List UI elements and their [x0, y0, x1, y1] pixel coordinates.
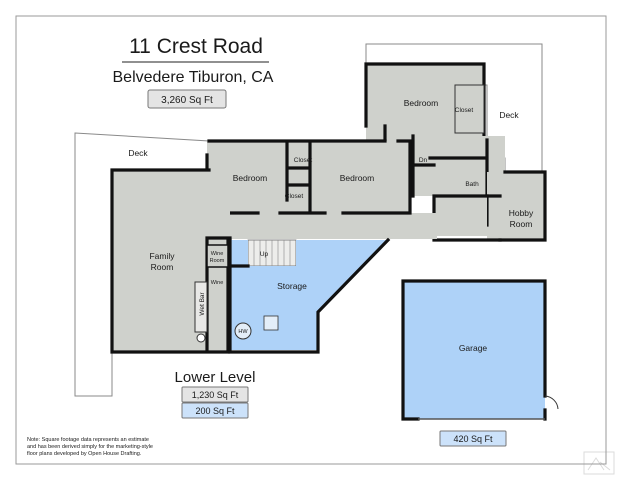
family-walls — [110, 168, 232, 354]
total-sqft-text: 3,260 Sq Ft — [161, 95, 213, 106]
label-wine-room-1: Wine — [211, 251, 224, 257]
room-corridor — [207, 213, 437, 239]
storage-sqft-badge — [181, 402, 249, 419]
level-sqft-badge — [181, 386, 249, 403]
label-dn: Dn — [419, 157, 428, 164]
water-heater-icon — [234, 322, 252, 340]
label-storage: Storage — [277, 281, 307, 291]
label-closet-mid-top: Closet — [294, 157, 313, 164]
label-hobby-1: Hobby — [509, 208, 534, 218]
level-name: Lower Level — [175, 369, 256, 386]
room-closet-top — [454, 84, 485, 134]
mls-logo-icon — [583, 451, 615, 475]
stair-lines — [253, 240, 291, 266]
label-bedroom-top: Bedroom — [404, 98, 439, 108]
garage-sqft-text: 420 Sq Ft — [453, 434, 493, 444]
address-title: 11 Crest Road — [129, 35, 263, 58]
label-up: Up — [260, 251, 269, 258]
sink-icon — [196, 333, 206, 343]
label-closet-top: Closet — [455, 107, 474, 114]
note-line-2: and has been derived simply for the mark… — [27, 444, 153, 450]
garage-walls — [401, 279, 547, 421]
label-bedroom-mid: Bedroom — [340, 173, 375, 183]
room-hobby — [487, 172, 545, 240]
room-garage — [403, 281, 545, 419]
level-sqft-text: 1,230 Sq Ft — [192, 390, 239, 400]
label-bedroom-left: Bedroom — [233, 173, 268, 183]
label-deck-right: Deck — [499, 110, 519, 120]
page-border — [15, 15, 607, 465]
label-hobby-2: Room — [510, 219, 533, 229]
room-hall-right — [434, 196, 487, 236]
total-sqft-badge — [147, 89, 227, 109]
note-line-3: floor plans developed by Open House Draf… — [27, 451, 142, 457]
city-subtitle: Belvedere Tiburon, CA — [113, 69, 274, 86]
label-wine-room-2: Room — [210, 258, 225, 264]
label-family-1: Family — [149, 251, 175, 261]
room-wine — [206, 244, 229, 268]
label-wet-bar: Wet Bar — [199, 291, 206, 315]
garage-side-door-swing — [544, 395, 559, 410]
label-hw: HW — [238, 329, 248, 335]
label-bath: Bath — [465, 181, 479, 188]
label-closet-mid-bottom: Closet — [285, 193, 304, 200]
storage-walls — [228, 237, 391, 354]
label-family-2: Room — [151, 262, 174, 272]
label-garage: Garage — [459, 343, 488, 353]
label-wine: Wine — [211, 280, 224, 286]
hall-right-walls — [432, 194, 502, 242]
garage-sqft-badge — [439, 430, 507, 447]
storage-hatch — [263, 315, 279, 331]
storage-sqft-text: 200 Sq Ft — [195, 406, 235, 416]
label-deck-left: Deck — [128, 148, 148, 158]
wet-bar-counter — [194, 281, 208, 333]
note-line-1: Note: Square footage data represents an … — [27, 437, 149, 443]
